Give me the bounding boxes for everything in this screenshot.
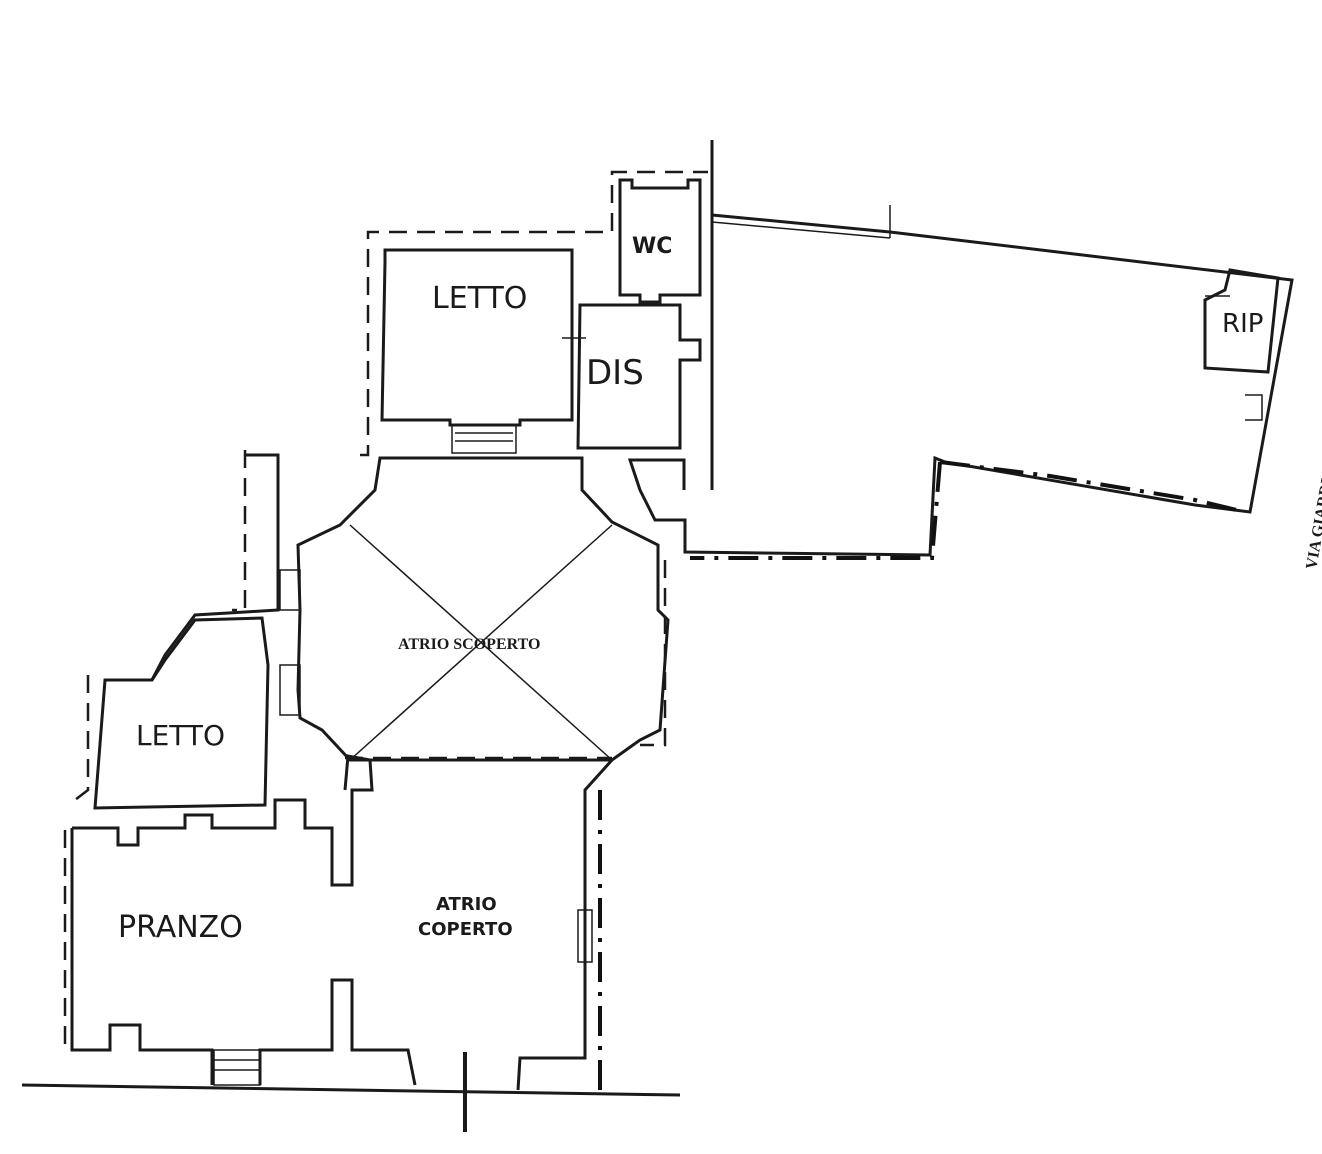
room-label-wc: WC [632,234,672,259]
letto-left-room [74,616,270,810]
street-label: VIA GIARDI [1303,477,1322,571]
atrio-scoperto-room [279,456,670,762]
room-label-letto-top: LETTO [432,281,527,316]
room-label-atrio-scoperto: ATRIO SCOPERTO [398,636,540,653]
room-label-atrio-coperto-1: ATRIO [436,894,497,915]
pranzo-atrio-coperto-block [63,754,614,1100]
wc-room [618,178,702,304]
street-front-line [21,1052,681,1132]
dis-room [562,303,702,450]
left-corridor [150,450,280,681]
room-label-dis: DIS [586,353,644,393]
room-label-rip: RIP [1222,309,1263,339]
room-label-atrio-coperto-2: COPERTO [418,919,513,940]
room-label-pranzo: PRANZO [118,910,243,945]
letto-top-room [360,170,708,457]
room-label-letto-left: LETTO [136,719,225,752]
right-wing [627,140,1294,560]
